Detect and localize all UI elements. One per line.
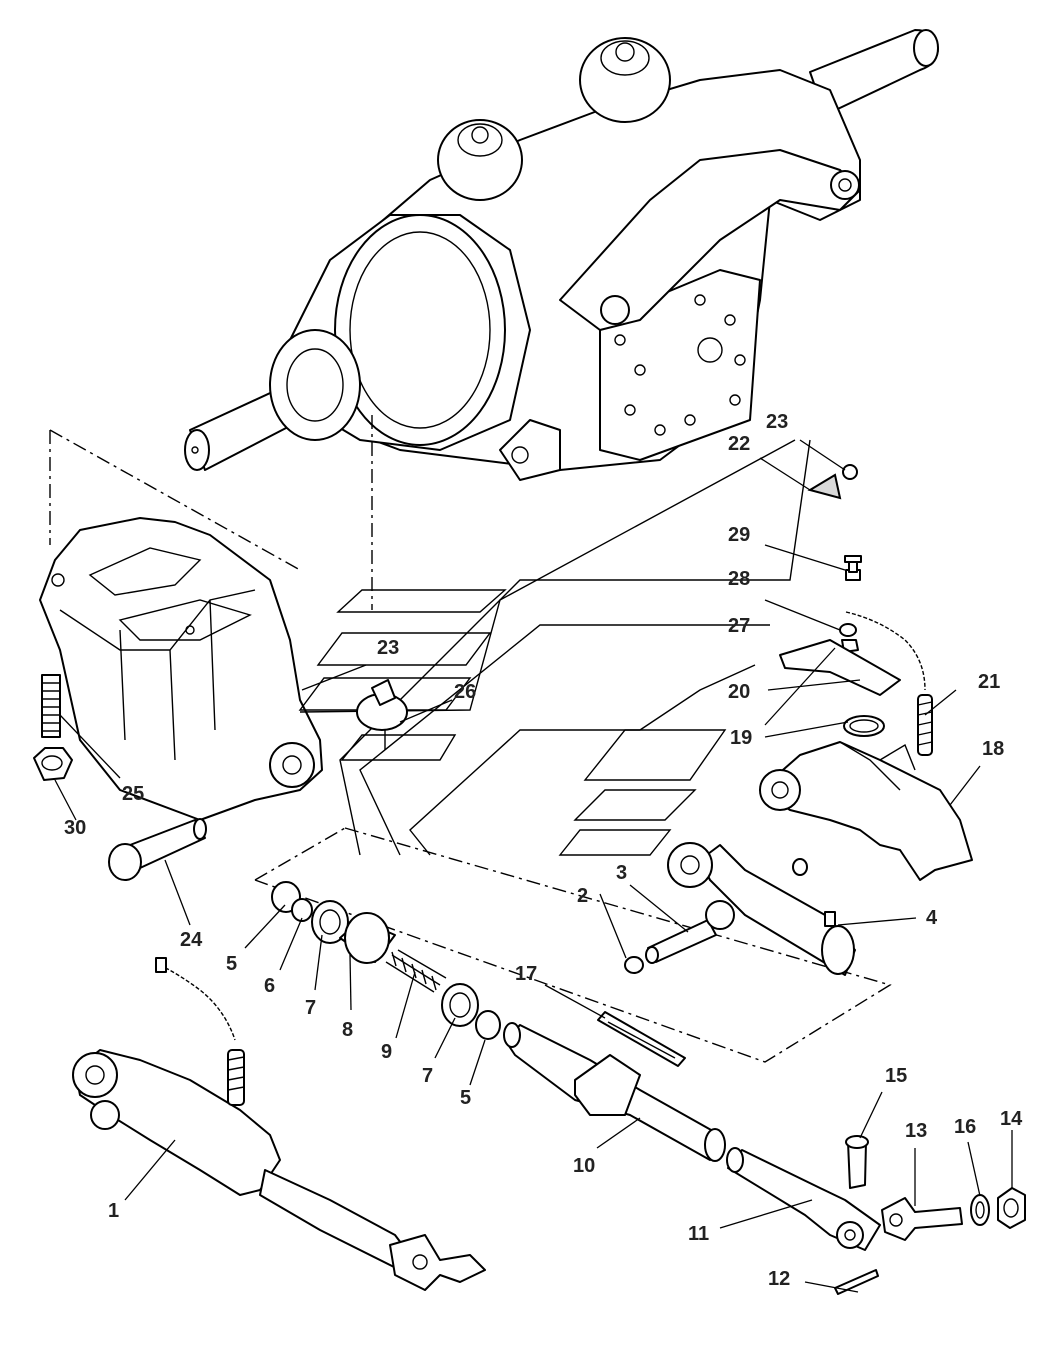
callout-26: 26 (454, 681, 476, 703)
top-link-body-10 (503, 1022, 726, 1162)
callout-4: 4 (926, 907, 938, 929)
lynch-pin-26 (356, 679, 408, 750)
callout-13: 13 (905, 1120, 927, 1142)
nut-14 (997, 1187, 1026, 1229)
callout-6: 6 (264, 975, 275, 997)
washer-16 (970, 1194, 990, 1226)
callout-24: 24 (180, 929, 203, 951)
split-pin-12 (834, 1269, 879, 1295)
nut-30 (33, 747, 73, 781)
callout-7-right: 7 (422, 1065, 433, 1087)
callout-5-right: 5 (460, 1087, 471, 1109)
washer-28 (839, 623, 857, 637)
callout-18: 18 (982, 738, 1004, 760)
callout-20: 20 (728, 681, 750, 703)
check-chain-21 (845, 611, 933, 756)
housing-bolts (614, 294, 746, 436)
callout-17: 17 (515, 963, 537, 985)
callout-5-left: 5 (226, 953, 237, 975)
ring-2 (624, 956, 644, 974)
callout-3: 3 (616, 862, 627, 884)
transmission-housing (184, 29, 939, 481)
callout-23-top: 23 (766, 411, 788, 433)
callout-25: 25 (122, 783, 144, 805)
ring-6 (291, 898, 313, 922)
callout-22: 22 (728, 433, 750, 455)
bushing-7-right (441, 983, 479, 1027)
callout-14: 14 (1000, 1108, 1023, 1130)
bushing-7-left (311, 900, 349, 944)
pin-3 (645, 919, 717, 964)
assembly-guide-lines (49, 415, 892, 1063)
pin-22 (807, 464, 858, 500)
rod-end-11 (726, 1147, 881, 1251)
callout-27: 27 (728, 615, 750, 637)
callout-16: 16 (954, 1116, 976, 1138)
callout-21: 21 (978, 671, 1000, 693)
lower-link-assembly-1 (72, 957, 486, 1291)
callout-30: 30 (64, 817, 86, 839)
stud-25 (41, 674, 61, 738)
callout-9: 9 (381, 1041, 392, 1063)
callout-11: 11 (688, 1223, 709, 1245)
callout-10: 10 (573, 1155, 595, 1177)
callout-28: 28 (728, 568, 750, 590)
bolt-29 (844, 555, 862, 581)
callout-labels: 1 2 3 4 5 5 6 7 7 8 9 10 11 12 13 14 15 … (64, 411, 1023, 1290)
callout-8: 8 (342, 1019, 353, 1041)
leader-lines (54, 439, 1013, 1293)
lower-link-hook-18 (759, 741, 973, 881)
pin-24 (108, 818, 207, 881)
callout-12: 12 (768, 1268, 790, 1290)
callout-1: 1 (108, 1200, 119, 1222)
callout-19: 19 (730, 727, 752, 749)
link-17 (597, 1011, 686, 1067)
callout-2: 2 (577, 885, 588, 907)
retaining-ring-19 (843, 715, 885, 737)
callout-15: 15 (885, 1065, 907, 1087)
bolt-13 (881, 1197, 963, 1241)
callout-23-left: 23 (377, 637, 399, 659)
callout-29: 29 (728, 524, 750, 546)
sleeve-8 (339, 912, 396, 964)
callout-7-left: 7 (305, 997, 316, 1019)
lift-rod-tube-4 (667, 842, 856, 976)
ring-5-right (475, 1010, 501, 1040)
spring-9 (385, 949, 447, 993)
pin-15 (845, 1135, 869, 1189)
spring-clip-20 (779, 639, 901, 696)
drawbar-bracket (39, 517, 323, 821)
